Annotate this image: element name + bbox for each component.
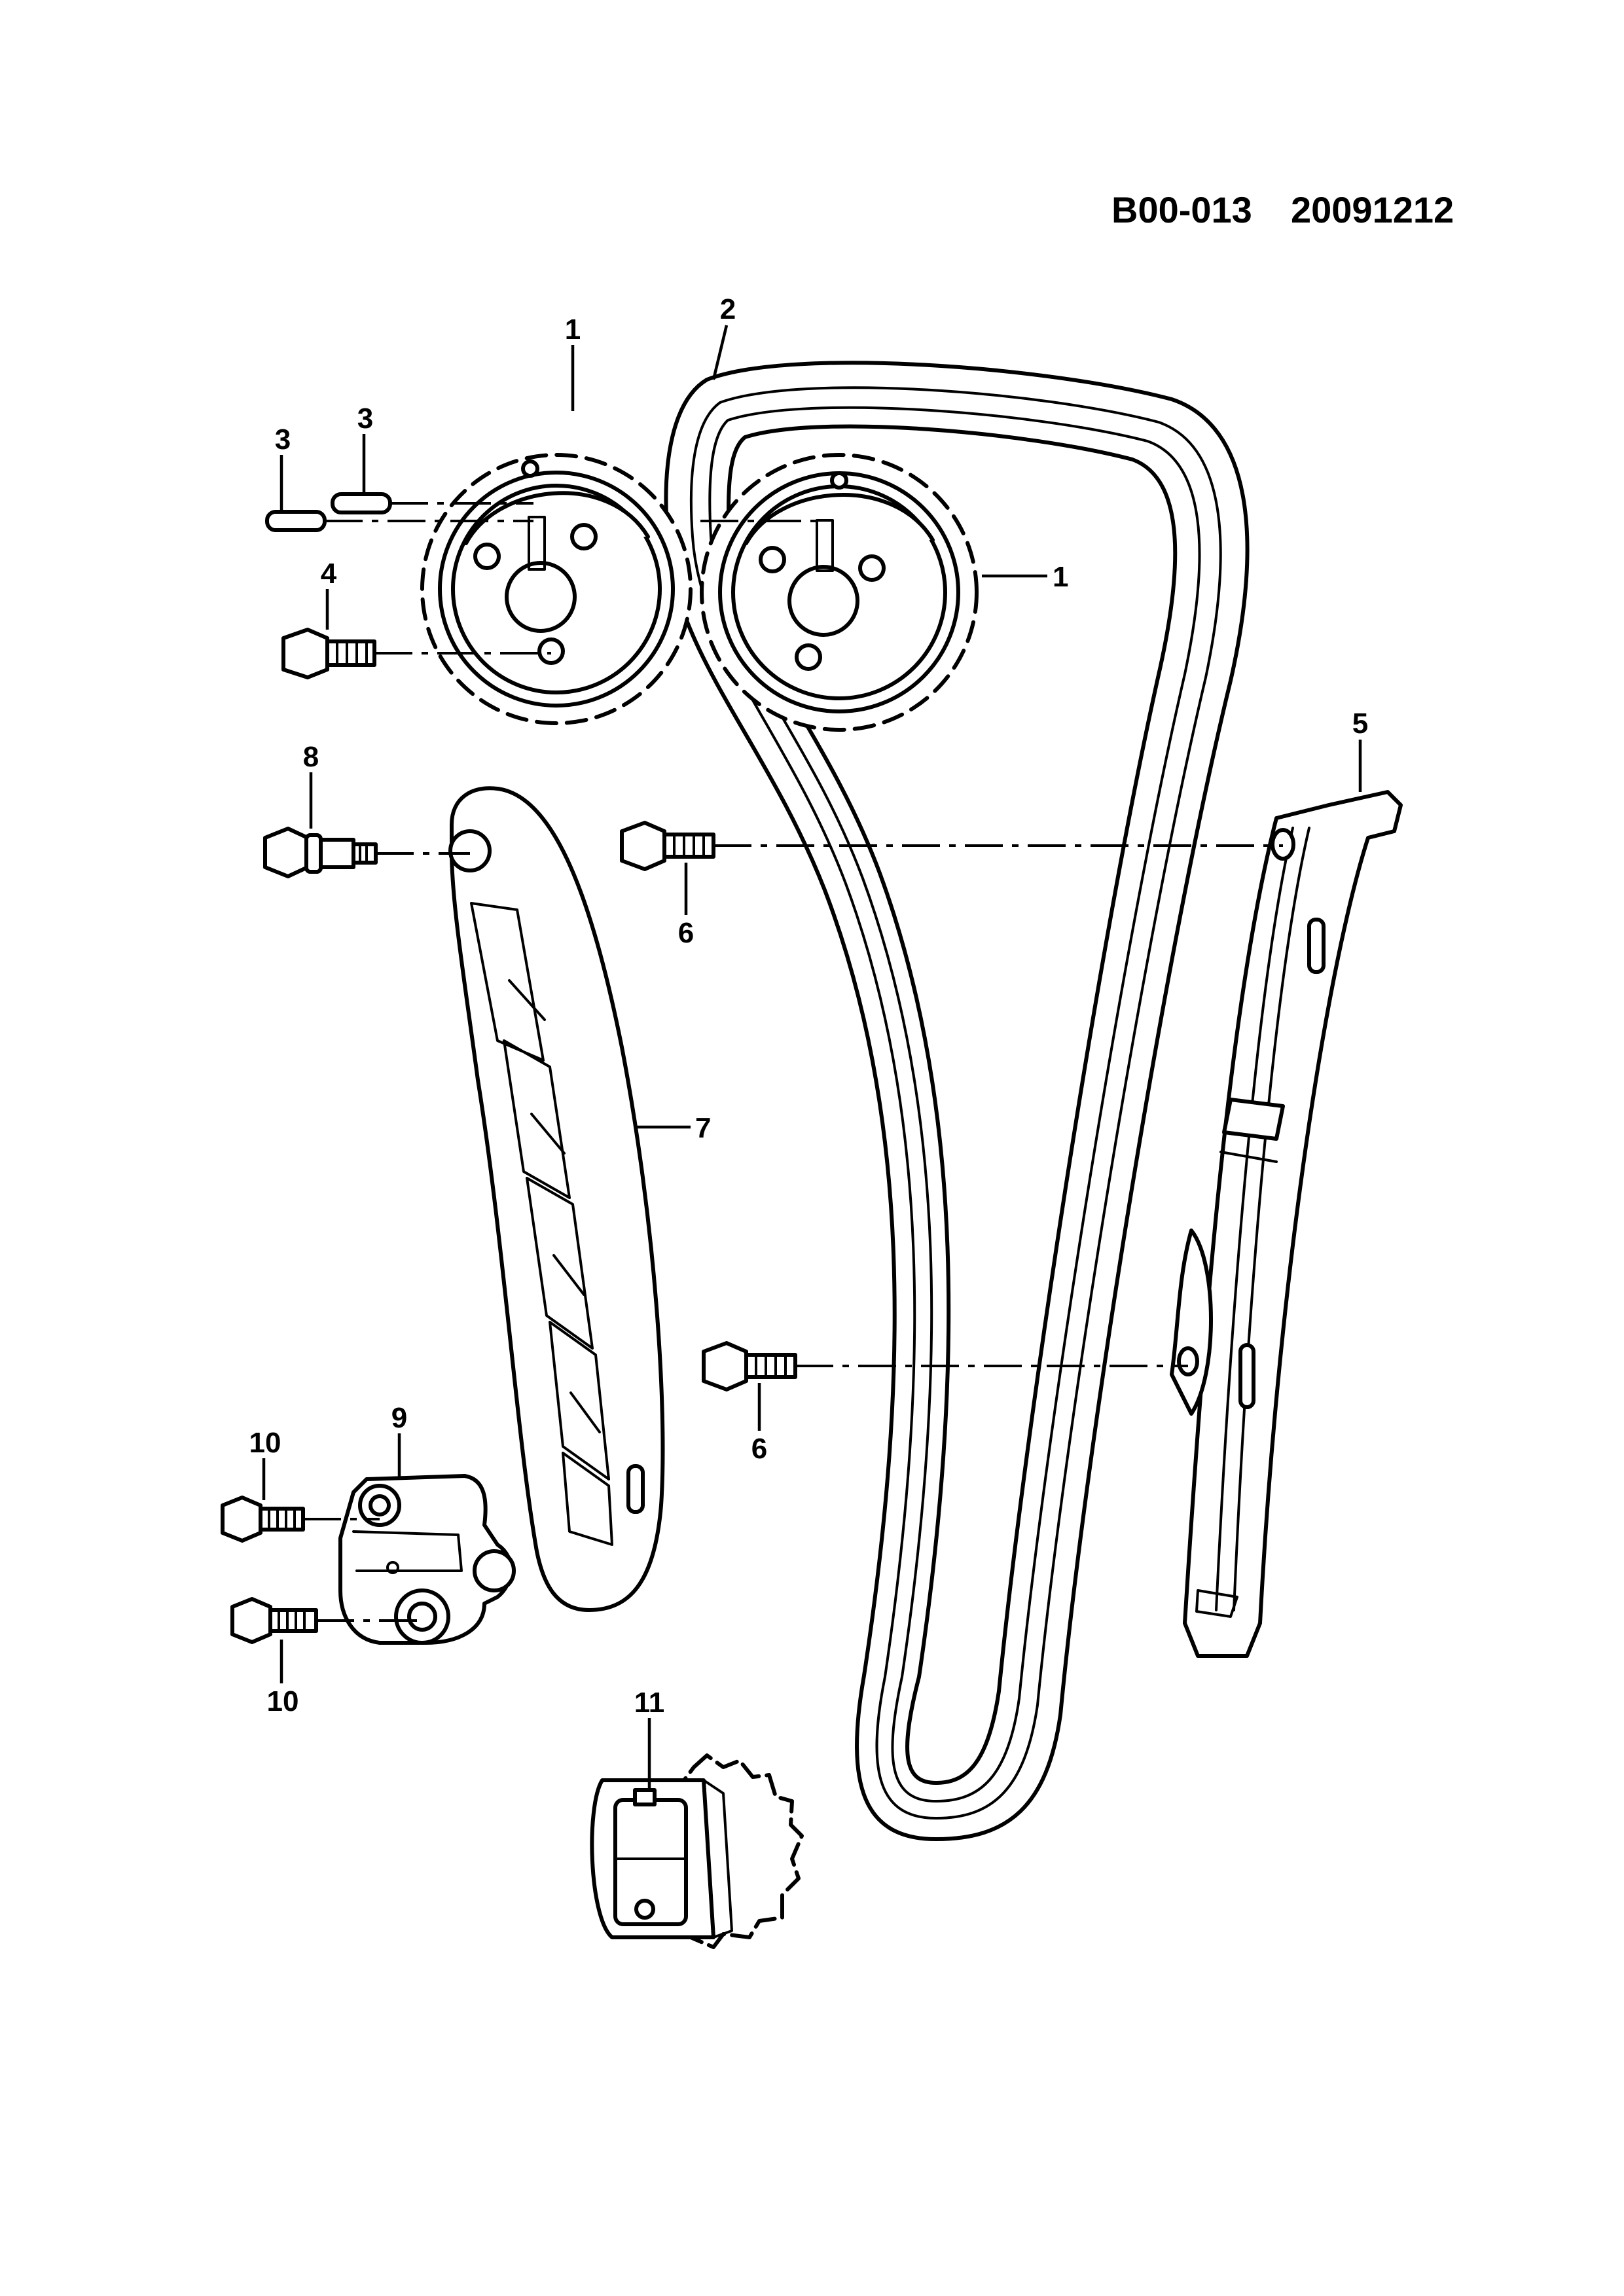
callout-10-bottom: 10	[267, 1685, 299, 1717]
callout-11: 11	[634, 1687, 665, 1719]
callout-6-top: 6	[678, 917, 694, 949]
right-camshaft-sprocket	[700, 453, 979, 732]
callout-10-top: 10	[249, 1427, 281, 1459]
tensioner-bolt-upper	[221, 1496, 305, 1543]
callout-numbers: 1 1 2 3 3 4 5 6 6 7 8 9 10 10 11	[249, 293, 1369, 1719]
sprocket-bolt	[281, 628, 376, 679]
callout-1-left: 1	[565, 314, 581, 346]
timing-chain	[664, 361, 1250, 1841]
guide-bolt-upper	[620, 821, 715, 871]
guide-bolt-lower	[702, 1341, 797, 1391]
document-date: 20091212	[1291, 189, 1454, 230]
callout-4: 4	[321, 558, 337, 590]
callout-3-left: 3	[275, 423, 291, 456]
tensioner-bolt-lower	[230, 1597, 318, 1644]
callout-leaders	[262, 325, 1362, 1790]
left-camshaft-sprocket	[420, 453, 693, 725]
assembly-axes	[303, 502, 1283, 1622]
chain-tensioner	[338, 1474, 516, 1645]
guide-pivot-bolt	[263, 827, 378, 878]
crankshaft-sprocket	[590, 1753, 804, 1949]
dowel-pin-left	[265, 510, 327, 532]
callout-5: 5	[1352, 708, 1368, 740]
fixed-chain-guide	[1170, 790, 1403, 1658]
callout-9: 9	[391, 1402, 407, 1434]
callout-2: 2	[720, 293, 736, 325]
document-code: B00-013	[1111, 189, 1252, 230]
callout-8: 8	[303, 741, 319, 773]
dowel-pin-right	[331, 492, 392, 514]
callout-1-right: 1	[1053, 561, 1068, 593]
tensioner-rail	[448, 786, 665, 1612]
callout-3-right: 3	[357, 403, 373, 435]
callout-7: 7	[695, 1112, 711, 1144]
callout-6-bottom: 6	[751, 1433, 767, 1465]
